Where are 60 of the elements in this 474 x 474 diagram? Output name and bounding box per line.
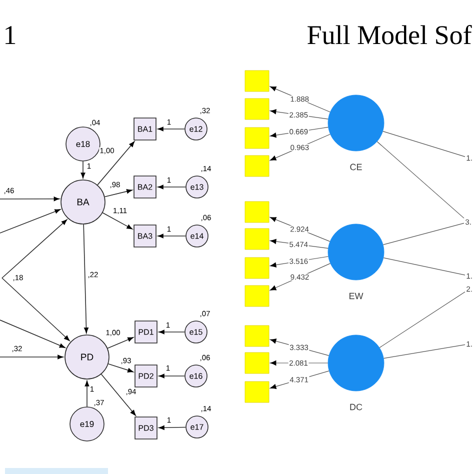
arrow [2, 278, 70, 341]
arrow [84, 380, 90, 407]
arrow [0, 320, 66, 348]
arrow [0, 209, 60, 234]
arrow [270, 134, 330, 161]
indicator-box [244, 127, 270, 149]
connector-line [379, 292, 466, 348]
arrow [270, 217, 330, 242]
arrow [270, 338, 330, 356]
arrow [158, 425, 186, 430]
arrow [270, 86, 330, 112]
arrow [104, 189, 132, 198]
arrow [270, 109, 328, 120]
arrow [100, 374, 136, 416]
connector-line [383, 258, 466, 276]
connector-line [382, 131, 466, 157]
arrow [270, 256, 328, 268]
arrow [158, 126, 185, 132]
indicator-box: PD1 [134, 320, 158, 344]
indicator-box: BA1 [134, 118, 156, 140]
indicator-box [244, 201, 270, 223]
connector-line [376, 141, 464, 218]
indicator-box: BA3 [134, 224, 156, 248]
arrow [270, 238, 328, 249]
indicator-box: PD3 [134, 416, 158, 440]
arrow [270, 370, 330, 389]
indicator-box [244, 352, 270, 374]
arrow [270, 360, 328, 366]
indicator-box [244, 285, 270, 307]
indicator-box [244, 70, 270, 92]
header-text: Full Model Sof [308, 25, 472, 44]
construct-label: EW [350, 292, 364, 300]
arrow [107, 337, 134, 349]
connector-line [382, 222, 464, 246]
connector-line [384, 344, 466, 359]
arrow [158, 184, 186, 190]
arrow [0, 354, 64, 360]
indicator-box [244, 257, 270, 279]
indicator-box [244, 325, 270, 347]
indicator-box [244, 155, 270, 177]
arrow [102, 212, 132, 230]
arrow [158, 234, 186, 238]
arrow [80, 161, 86, 178]
indicator-box [244, 98, 270, 120]
construct-label: CE [350, 164, 362, 170]
arrow [158, 374, 185, 378]
arrow [270, 126, 328, 138]
indicator-box [244, 381, 270, 403]
indicator-box: BA2 [134, 176, 156, 198]
header-text: 1 [6, 26, 16, 44]
arrow [108, 363, 134, 372]
arrow [158, 330, 185, 334]
indicator-box: PD2 [134, 364, 158, 388]
arrow [2, 219, 68, 278]
arrow [0, 196, 60, 202]
indicator-box [244, 228, 270, 250]
arrow [83, 224, 88, 334]
construct-label: DC [350, 404, 362, 410]
arrow [97, 141, 135, 186]
arrow [270, 263, 331, 290]
